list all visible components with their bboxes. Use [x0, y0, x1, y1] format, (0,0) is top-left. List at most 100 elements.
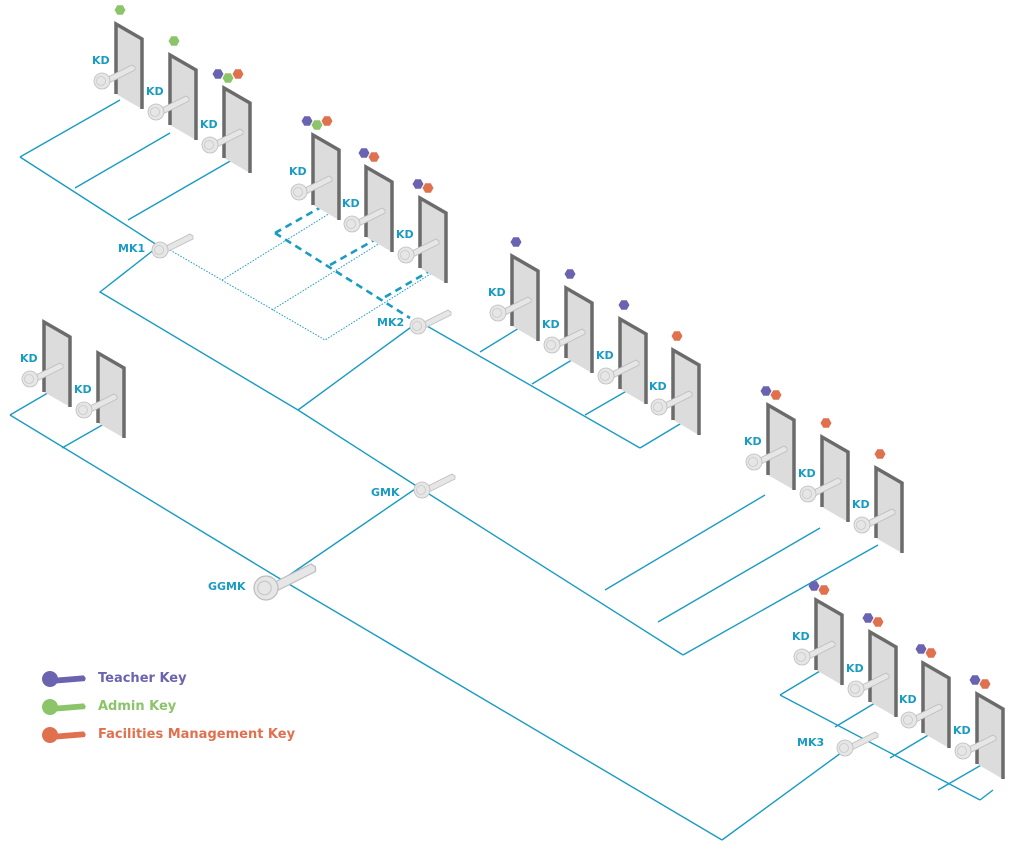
kd-label: KD: [798, 467, 816, 480]
door-frame: [96, 349, 126, 438]
legend-item-teacher: Teacher Key: [38, 664, 295, 692]
facilities-key-access-badge: [820, 418, 832, 428]
legend-label: Facilities Management Key: [98, 726, 296, 742]
kd-key-icon: [597, 359, 640, 385]
door: KD: [649, 331, 701, 435]
door-frame: [564, 284, 594, 373]
door: KD: [899, 644, 951, 748]
kd-key-icon: [290, 175, 333, 201]
ggmk-key-icon[interactable]: [253, 563, 317, 601]
connection-line: [979, 789, 994, 801]
door-frame: [820, 433, 850, 522]
kd-key-icon: [799, 477, 842, 503]
kd-label: KD: [396, 228, 414, 241]
door-frame: [114, 20, 144, 109]
door-frame: [618, 315, 648, 404]
kd-label: KD: [289, 165, 307, 178]
door: KD: [846, 613, 898, 717]
mk1-key-icon[interactable]: [151, 233, 194, 259]
kd-label: KD: [899, 693, 917, 706]
gmk-key-icon[interactable]: [413, 473, 456, 499]
facilities-key-icon: [42, 727, 86, 743]
kd-key-icon: [75, 393, 118, 419]
kd-label: KD: [20, 352, 38, 365]
door: KD: [792, 581, 844, 685]
door: KD: [488, 237, 540, 341]
teacher-key-access-badge: [915, 644, 927, 654]
connection-line: [19, 99, 121, 158]
kd-key-icon: [397, 238, 440, 264]
mk3-label: MK3: [797, 736, 824, 749]
kd-label: KD: [792, 630, 810, 643]
gmk-label: GMK: [371, 486, 400, 499]
mk1-label: MK1: [118, 242, 145, 255]
teacher-key-icon: [42, 671, 86, 687]
facilities-key-access-badge: [925, 648, 937, 658]
connection-line: [779, 694, 981, 801]
kd-label: KD: [342, 197, 360, 210]
facilities-key-access-badge: [368, 152, 380, 162]
mk3-key-icon[interactable]: [836, 731, 879, 757]
connection-line: [604, 494, 766, 591]
door: KD: [289, 116, 341, 220]
teacher-key-access-badge: [301, 116, 313, 126]
kd-label: KD: [542, 318, 560, 331]
kd-label: KD: [596, 349, 614, 362]
connection-line: [721, 749, 846, 841]
teacher-key-access-badge: [412, 179, 424, 189]
connection-line: [281, 486, 419, 581]
kd-key-icon: [847, 672, 890, 698]
teacher-key-access-badge: [212, 69, 224, 79]
kd-key-icon: [201, 128, 244, 154]
kd-label: KD: [488, 286, 506, 299]
teacher-key-access-badge: [862, 613, 874, 623]
teacher-key-access-badge: [510, 237, 522, 247]
legend-key-shape: [42, 727, 86, 743]
door: KD: [953, 675, 1005, 779]
connection-line: [657, 527, 821, 623]
legend-label: Teacher Key: [98, 670, 187, 686]
kd-key-icon: [343, 207, 386, 233]
legend-key-shape: [42, 671, 86, 687]
teacher-key-access-badge: [808, 581, 820, 591]
door-frame: [510, 252, 540, 341]
teacher-key-access-badge: [564, 269, 576, 279]
legend-item-facilities: Facilities Management Key: [38, 720, 295, 748]
kd-label: KD: [92, 54, 110, 67]
door: KD: [20, 318, 72, 407]
door: KD: [342, 148, 394, 252]
kd-key-icon: [21, 362, 64, 388]
facilities-key-access-badge: [321, 116, 333, 126]
admin-key-access-badge: [168, 36, 180, 46]
kd-key-icon: [543, 328, 586, 354]
door-frame: [364, 163, 394, 252]
facilities-key-access-badge: [874, 449, 886, 459]
connection-line: [281, 579, 723, 841]
kd-key-icon: [93, 64, 136, 90]
connection-line: [19, 156, 158, 246]
door: KD: [396, 179, 448, 283]
mk2-label: MK2: [377, 316, 404, 329]
admin-key-access-badge: [222, 73, 234, 83]
door-frame: [975, 690, 1005, 779]
teacher-key-access-badge: [618, 300, 630, 310]
connection-line: [98, 244, 299, 411]
door: KD: [798, 418, 850, 522]
door: KD: [744, 386, 796, 490]
kd-label: KD: [649, 380, 667, 393]
facilities-key-access-badge: [818, 585, 830, 595]
connection-line: [297, 409, 419, 488]
door-frame: [921, 659, 951, 748]
door-frame: [311, 131, 341, 220]
door-frame: [868, 628, 898, 717]
door-frame: [222, 84, 252, 173]
door: KD: [852, 449, 904, 553]
kd-key-icon: [900, 703, 943, 729]
facilities-key-access-badge: [770, 390, 782, 400]
legend-label: Admin Key: [98, 698, 177, 714]
kd-key-icon: [650, 390, 693, 416]
mk2-key-icon[interactable]: [409, 309, 452, 335]
legend-key-shape: [42, 699, 86, 715]
connection-line: [682, 544, 879, 656]
